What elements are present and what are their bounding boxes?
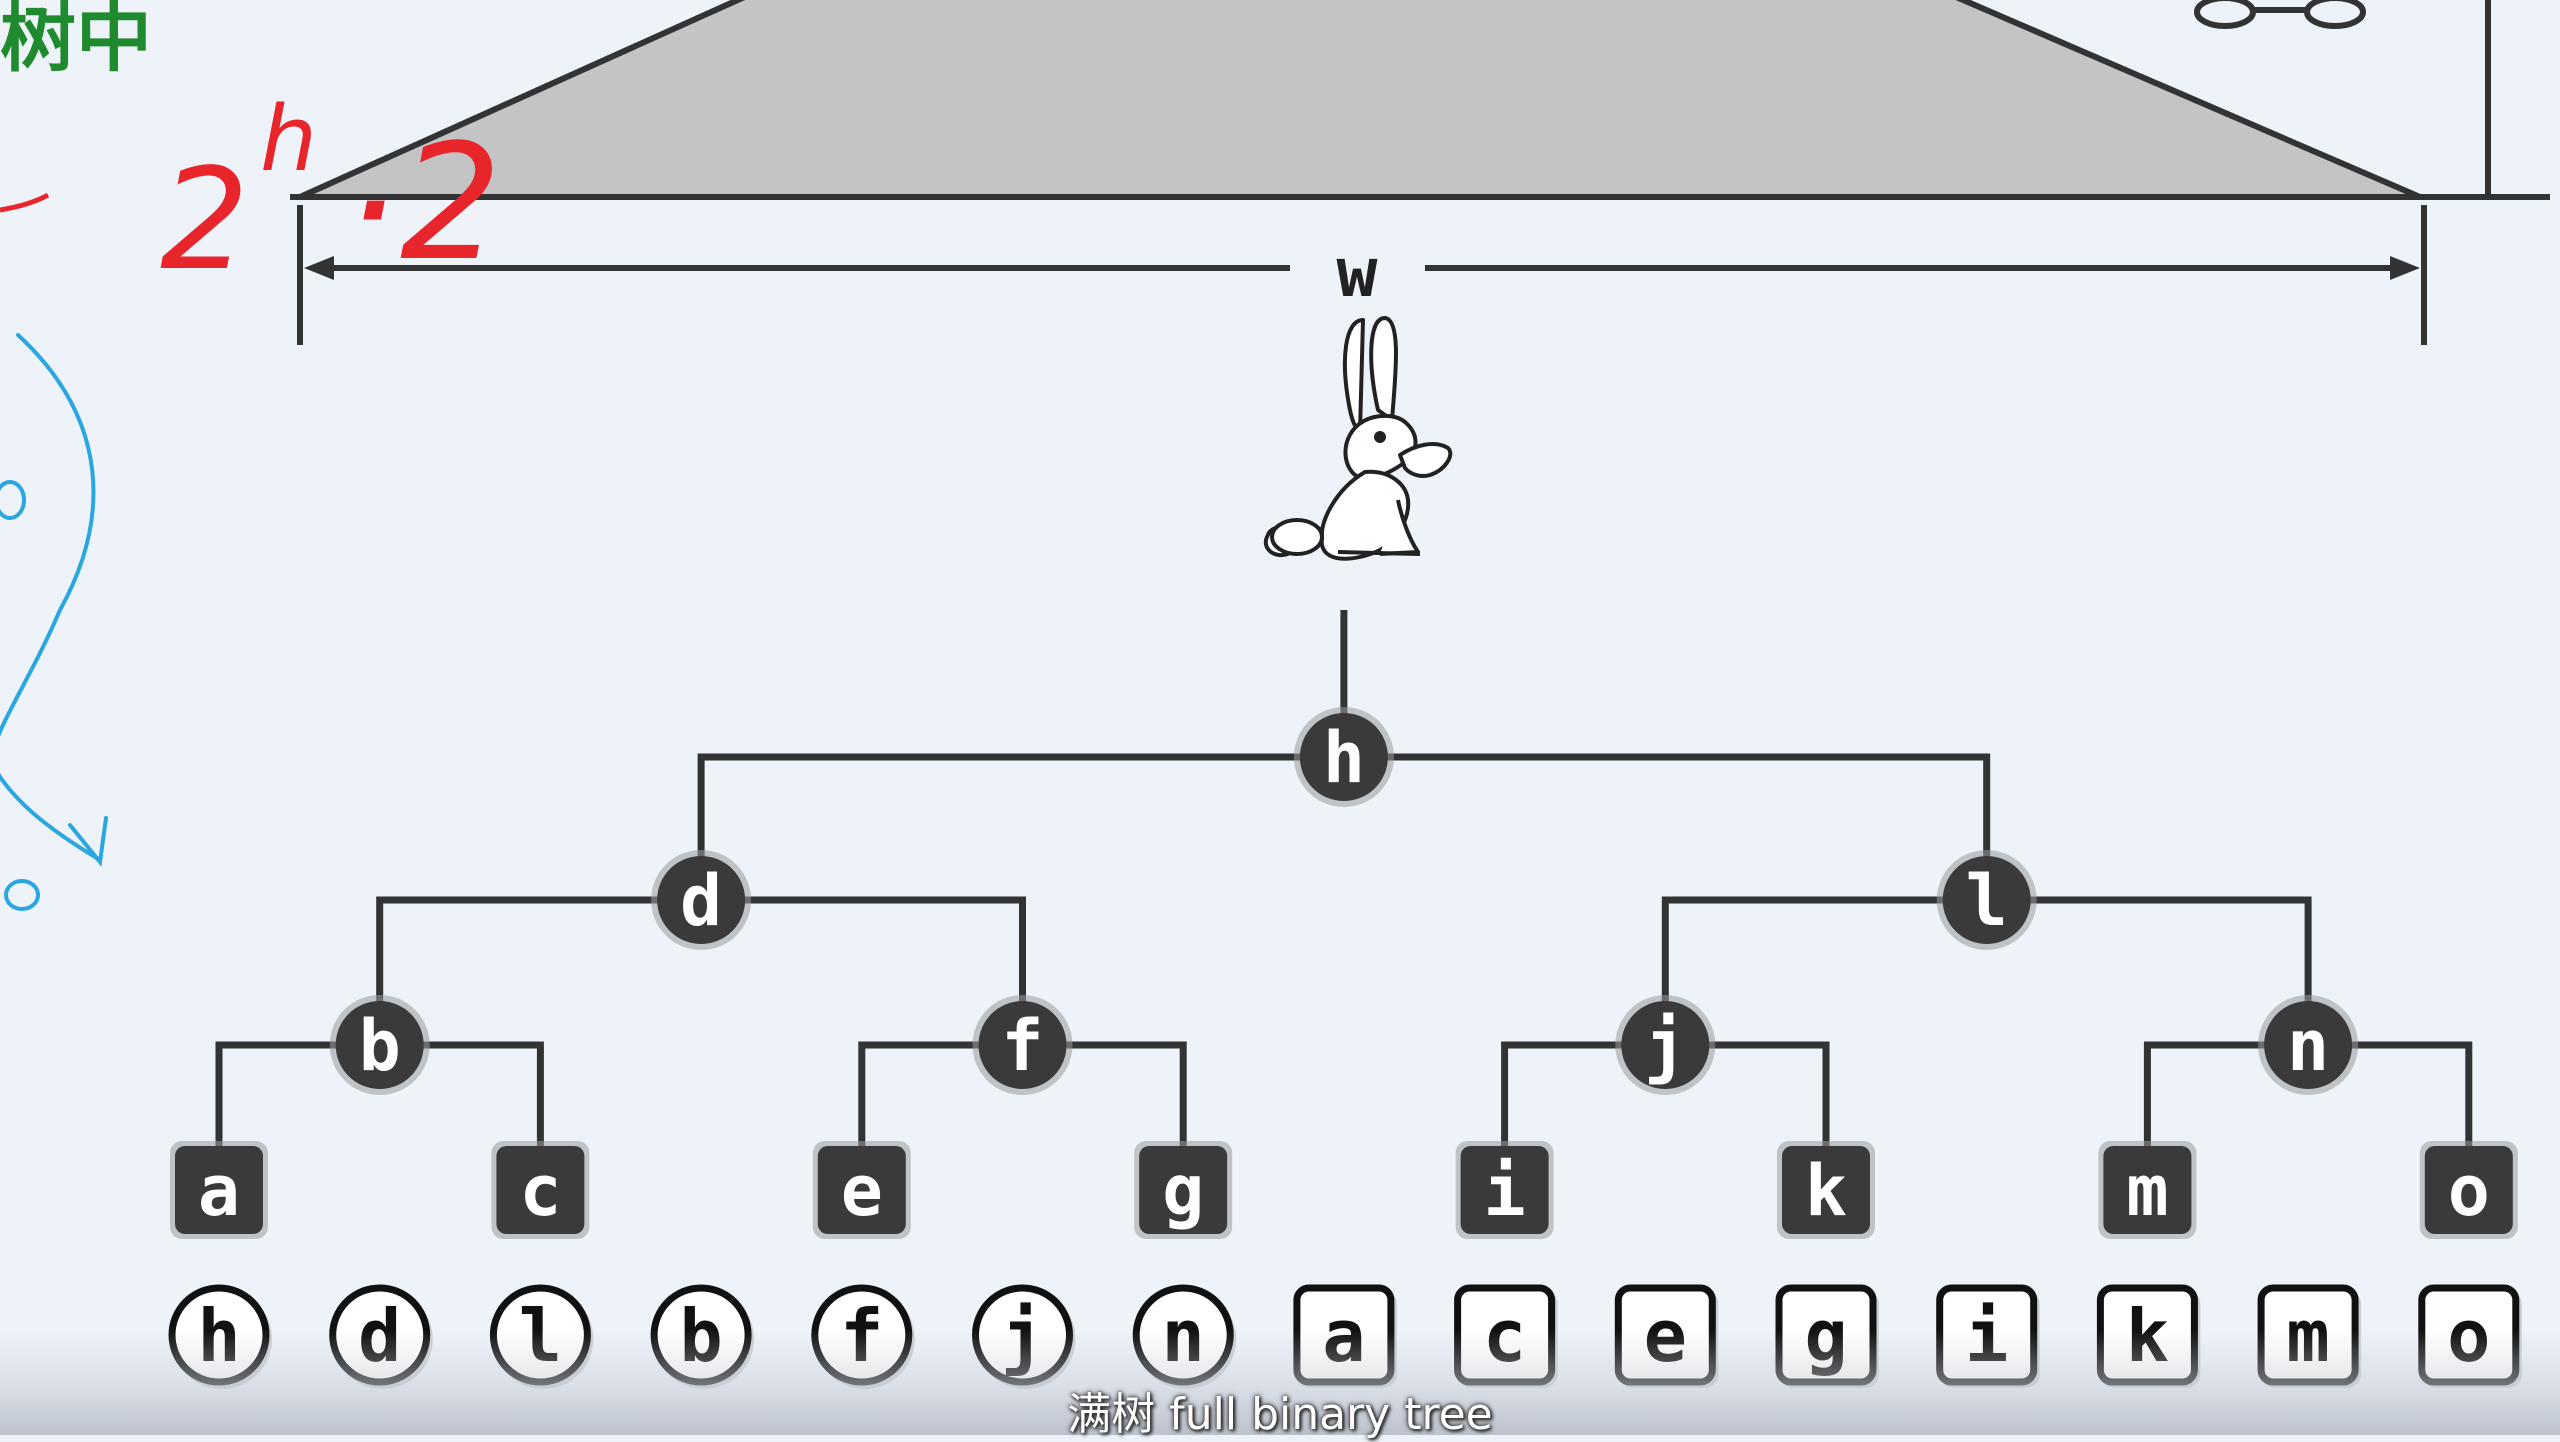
node-label: f bbox=[1001, 1005, 1043, 1087]
node-label: h bbox=[1323, 717, 1365, 799]
tree-leaf-e: e bbox=[812, 1141, 911, 1239]
tree-leaf-m: m bbox=[2098, 1141, 2197, 1239]
corner-title: 树中 bbox=[0, 0, 152, 82]
leaf-square bbox=[1782, 1146, 1870, 1234]
node-label: j bbox=[1644, 1005, 1686, 1087]
tree-node-l: l bbox=[1936, 850, 2037, 950]
node-circle bbox=[1942, 856, 2031, 944]
svg-text:h: h bbox=[260, 87, 317, 192]
node-label: e bbox=[841, 1150, 883, 1232]
leaf-square bbox=[496, 1146, 585, 1234]
node-label: b bbox=[359, 1005, 401, 1087]
node-label: i bbox=[1484, 1150, 1526, 1232]
leaf-square bbox=[1460, 1146, 1549, 1234]
width-label: w bbox=[1337, 234, 1378, 313]
tree-node-b: b bbox=[329, 995, 430, 1095]
tree-node-d: d bbox=[651, 850, 752, 950]
top-right-fragment bbox=[2194, 0, 2366, 29]
tree-leaf-a: a bbox=[170, 1141, 268, 1239]
leaf-square bbox=[817, 1146, 906, 1234]
tree-leaf-i: i bbox=[1455, 1141, 1554, 1239]
svg-text:2: 2 bbox=[400, 109, 502, 296]
node-circle bbox=[335, 1001, 424, 1089]
leaf-square bbox=[2424, 1146, 2513, 1234]
node-circle bbox=[978, 1001, 1067, 1089]
node-circle bbox=[2264, 1001, 2353, 1089]
node-label: a bbox=[198, 1150, 240, 1232]
svg-text:·: · bbox=[355, 152, 393, 269]
red-ink-stroke bbox=[0, 192, 50, 213]
node-label: m bbox=[2126, 1150, 2168, 1232]
leaf-square bbox=[2103, 1146, 2192, 1234]
tree-node-f: f bbox=[972, 995, 1073, 1095]
tree-node-n: n bbox=[2258, 995, 2359, 1095]
tree-node-j: j bbox=[1615, 995, 1716, 1095]
node-circle bbox=[1299, 713, 1388, 801]
node-label: g bbox=[1162, 1150, 1204, 1232]
leaf-square bbox=[1139, 1146, 1228, 1234]
tree-node-h: h bbox=[1293, 707, 1394, 807]
width-dimension bbox=[297, 205, 2427, 345]
node-label: k bbox=[1805, 1150, 1847, 1232]
tree-edges bbox=[215, 610, 2473, 1190]
blue-ink-arrows bbox=[0, 333, 108, 911]
node-circle bbox=[1621, 1001, 1710, 1089]
node-circle bbox=[657, 856, 746, 944]
tree-leaf-c: c bbox=[491, 1141, 590, 1239]
svg-text:2: 2 bbox=[160, 139, 249, 302]
node-label: d bbox=[680, 860, 722, 942]
node-label: o bbox=[2448, 1150, 2490, 1232]
width-trapezoid bbox=[298, 0, 2422, 200]
node-label: n bbox=[2287, 1005, 2329, 1087]
node-label: l bbox=[1966, 860, 2008, 942]
tree-leaf-o: o bbox=[2419, 1141, 2518, 1239]
tree-nodes: h d l b f j n a c e g i k m o bbox=[170, 707, 2518, 1239]
leaf-square bbox=[175, 1146, 263, 1234]
subtitle-bar bbox=[0, 1330, 2560, 1435]
tree-leaf-k: k bbox=[1777, 1141, 1875, 1239]
handwritten-formula: 2 h · 2 bbox=[160, 87, 502, 302]
tree-leaf-g: g bbox=[1134, 1141, 1233, 1239]
subtitle-caption: 满树 full binary tree bbox=[1067, 1389, 1493, 1440]
node-label: c bbox=[519, 1150, 561, 1232]
rabbit-icon bbox=[1263, 316, 1453, 561]
